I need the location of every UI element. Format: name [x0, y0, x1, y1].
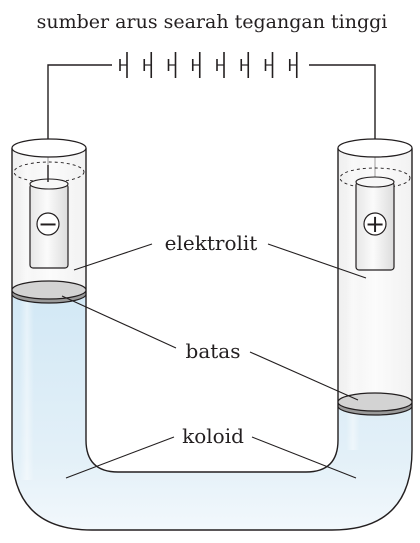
- u-tube-outline: [11, 148, 413, 531]
- negative-sign: −: [38, 210, 58, 238]
- power-source-label: sumber arus searah tegangan tinggi: [37, 11, 388, 33]
- u-tube: [11, 138, 413, 531]
- left-tube-opening: [11, 138, 87, 158]
- positive-electrode: +: [339, 167, 411, 271]
- positive-terminal-icon: [363, 212, 387, 236]
- battery: [119, 52, 298, 78]
- boundary-label: batas: [186, 339, 241, 363]
- positive-sign: +: [365, 210, 385, 238]
- left-boundary-disc: [11, 280, 87, 304]
- circuit-wire: [47, 64, 376, 180]
- right-boundary-disc: [337, 392, 413, 416]
- colloid-fill: [12, 290, 412, 530]
- leader-lines: [61, 243, 367, 479]
- u-tube-inner-outline: [85, 148, 339, 473]
- electrolyte-label: elektrolit: [165, 231, 258, 255]
- colloid-label: koloid: [182, 424, 244, 448]
- right-tube-opening: [337, 138, 413, 158]
- negative-electrode: −: [13, 161, 85, 269]
- negative-terminal-icon: [36, 212, 60, 236]
